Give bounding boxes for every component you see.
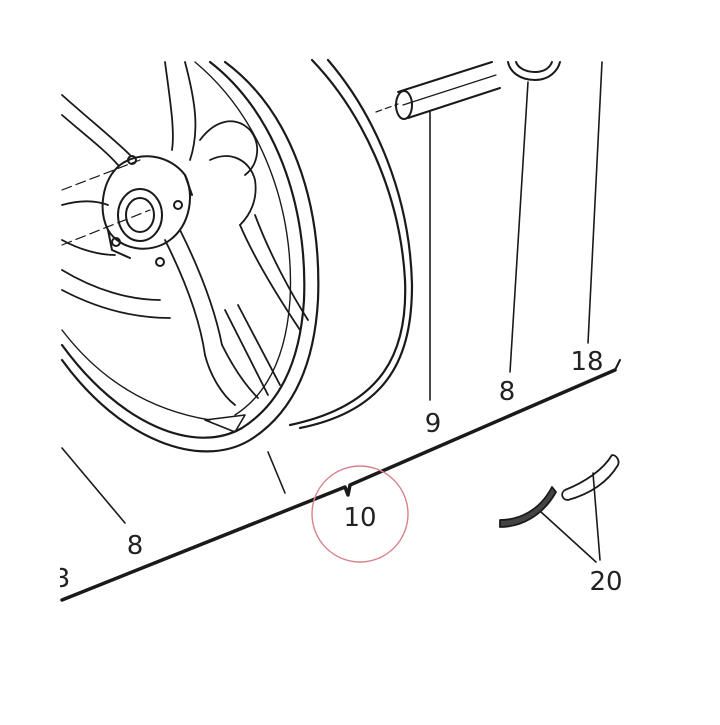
label-decals: 20: [589, 567, 622, 597]
label-bearing-top: 8: [499, 377, 516, 407]
leader-lines: [61, 61, 603, 563]
label-axle: 9: [425, 409, 442, 439]
axle-spindle: [375, 61, 501, 120]
highlight-circle: [311, 465, 409, 563]
label-bearing-left: 8: [127, 531, 144, 561]
bearing-top: [507, 61, 561, 81]
wheel-spokes: [61, 61, 309, 406]
label-wheel: 10: [343, 503, 376, 533]
baseline: [60, 359, 621, 602]
left-crop-mask: [0, 0, 60, 720]
axle-centerline: [61, 159, 151, 246]
wheel-rim: [60, 58, 414, 453]
decal-strips: [499, 454, 620, 528]
wheel-hub: [101, 155, 193, 267]
label-part-18: 18: [570, 347, 603, 377]
